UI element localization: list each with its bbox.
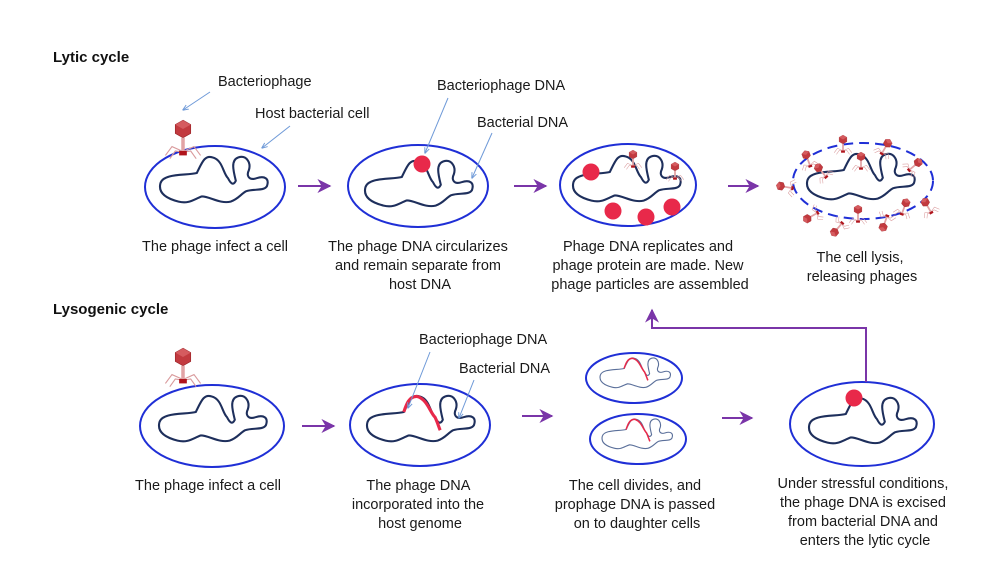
lysogenic-step-2: Bacteriophage DNA Bacterial DNA The phag… bbox=[349, 332, 550, 532]
phage-dna-copy bbox=[637, 208, 655, 226]
caption: Under stressful conditions, the phage DN… bbox=[778, 476, 953, 549]
phage-particle-icon bbox=[624, 150, 642, 169]
caption-line: The phage infect a cell bbox=[142, 239, 288, 255]
caption-line: phage protein are made. New bbox=[552, 258, 744, 274]
caption: The cell lysis, releasing phages bbox=[807, 250, 917, 285]
bacterial-dna bbox=[601, 418, 673, 450]
pointer-arrow bbox=[425, 97, 449, 153]
pointer-arrow bbox=[472, 132, 493, 178]
label-bacteriophage-dna: Bacteriophage DNA bbox=[419, 332, 547, 348]
prophage-dna bbox=[623, 357, 649, 382]
caption-line: Phage DNA replicates and bbox=[563, 239, 733, 255]
phage-dna-copy bbox=[663, 198, 681, 216]
phage-dna-copy bbox=[604, 202, 622, 220]
lytic-cycle-title: Lytic cycle bbox=[53, 49, 129, 66]
caption: Phage DNA replicates and phage protein a… bbox=[551, 239, 748, 293]
label-bacterial-dna: Bacterial DNA bbox=[459, 361, 550, 377]
lytic-step-1: Bacteriophage Host bacterial cell The ph… bbox=[142, 74, 369, 255]
phage-dna-circle bbox=[413, 155, 431, 173]
caption-line: and remain separate from bbox=[335, 258, 501, 274]
caption-line: on to daughter cells bbox=[574, 516, 701, 532]
phage-icon bbox=[873, 210, 896, 234]
bacterial-dna bbox=[365, 394, 476, 443]
caption-line: enters the lytic cycle bbox=[800, 533, 931, 549]
caption-line: The cell divides, and bbox=[569, 478, 701, 494]
pointer-arrow bbox=[459, 379, 475, 418]
caption-line: The phage DNA circularizes bbox=[328, 239, 508, 255]
lytic-step-4: The cell lysis, releasing phages bbox=[775, 135, 941, 285]
bacteriophage-icon bbox=[164, 119, 202, 160]
pointer-arrow bbox=[262, 125, 291, 148]
host-cell-membrane bbox=[347, 144, 489, 228]
lysogenic-step-3: The cell divides, and prophage DNA is pa… bbox=[555, 352, 719, 532]
caption: The cell divides, and prophage DNA is pa… bbox=[555, 478, 719, 532]
caption-line: host genome bbox=[378, 516, 462, 532]
label-bacteriophage: Bacteriophage bbox=[218, 74, 312, 90]
prophage-dna bbox=[625, 418, 651, 443]
bacterial-dna bbox=[157, 394, 268, 443]
lysogenic-step-4: Under stressful conditions, the phage DN… bbox=[778, 381, 953, 549]
caption-line: phage particles are assembled bbox=[551, 277, 748, 293]
lytic-step-3: Phage DNA replicates and phage protein a… bbox=[551, 143, 749, 293]
caption-line: releasing phages bbox=[807, 269, 917, 285]
host-cell-membrane bbox=[559, 143, 697, 227]
prophage-dna bbox=[402, 394, 442, 432]
phage-icon bbox=[775, 177, 797, 198]
lysogenic-cycle-title: Lysogenic cycle bbox=[53, 301, 168, 318]
bacteriophage-icon bbox=[164, 347, 202, 388]
excised-phage-dna bbox=[845, 389, 863, 407]
phage-icon bbox=[915, 194, 940, 219]
lysogenic-step-1: The phage infect a cell bbox=[135, 347, 285, 494]
label-bacterial-dna: Bacterial DNA bbox=[477, 115, 568, 131]
caption-line: from bacterial DNA and bbox=[788, 514, 938, 530]
caption: The phage DNA circularizes and remain se… bbox=[328, 239, 512, 293]
host-cell-membrane bbox=[349, 383, 491, 467]
caption-line: The cell lysis, bbox=[816, 250, 903, 266]
bacterial-dna bbox=[807, 396, 918, 445]
caption-line: The phage DNA bbox=[366, 478, 470, 494]
bacterial-dna bbox=[158, 155, 269, 204]
caption: The phage DNA incorporated into the host… bbox=[352, 478, 488, 532]
lytic-step-2: Bacteriophage DNA Bacterial DNA The phag… bbox=[328, 78, 568, 293]
phage-icon bbox=[799, 204, 824, 229]
label-host-bacterial-cell: Host bacterial cell bbox=[255, 106, 369, 122]
caption: The phage infect a cell bbox=[142, 239, 288, 255]
lysed-cell-membrane bbox=[792, 142, 934, 220]
bacterial-dna bbox=[599, 357, 671, 389]
caption: The phage infect a cell bbox=[135, 478, 281, 494]
caption-line: prophage DNA is passed bbox=[555, 497, 715, 513]
daughter-cell-membrane bbox=[585, 352, 683, 404]
caption-line: The phage infect a cell bbox=[135, 478, 281, 494]
host-cell-membrane bbox=[144, 145, 286, 229]
phage-icon bbox=[825, 215, 851, 241]
caption-line: Under stressful conditions, bbox=[778, 476, 949, 492]
phage-dna-copy bbox=[582, 163, 600, 181]
host-cell-membrane bbox=[139, 384, 285, 468]
caption-line: the phage DNA is excised bbox=[780, 495, 946, 511]
return-to-lytic-arrow bbox=[645, 308, 867, 382]
caption-line: host DNA bbox=[389, 277, 451, 293]
host-cell-membrane bbox=[789, 381, 935, 467]
daughter-cell-membrane bbox=[589, 413, 687, 465]
label-bacteriophage-dna: Bacteriophage DNA bbox=[437, 78, 565, 94]
released-phages bbox=[775, 135, 941, 241]
phage-icon bbox=[849, 205, 867, 224]
pointer-arrow bbox=[183, 91, 211, 110]
pointer-arrow bbox=[408, 351, 431, 408]
caption-line: incorporated into the bbox=[352, 497, 484, 513]
